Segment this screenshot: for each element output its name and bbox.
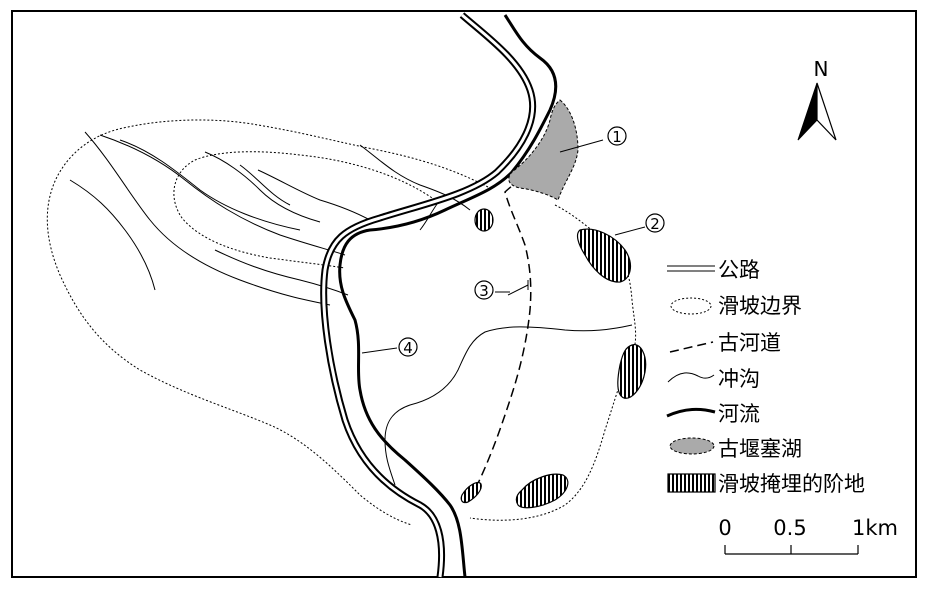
- svg-text:古堰塞湖: 古堰塞湖: [718, 437, 802, 461]
- svg-text:冲沟: 冲沟: [718, 367, 760, 391]
- landslide-boundary-west: [46, 119, 489, 526]
- svg-text:0: 0: [718, 516, 731, 540]
- marker-2: 2: [645, 213, 665, 233]
- svg-text:河流: 河流: [718, 402, 760, 426]
- legend-item-road: 公路: [667, 258, 760, 282]
- marker-leaders: [361, 139, 646, 354]
- landslide-boundary-inner: [173, 151, 436, 269]
- legend-item-gully: 冲沟: [667, 367, 760, 391]
- svg-text:1: 1: [612, 128, 622, 146]
- scale-bar: 0 0.5 1km: [718, 516, 898, 555]
- svg-text:古河道: 古河道: [718, 331, 781, 355]
- svg-text:滑坡边界: 滑坡边界: [718, 294, 802, 318]
- legend-item-river: 河流: [666, 402, 760, 426]
- legend-item-buried-terrace: 滑坡掩埋的阶地: [667, 472, 865, 496]
- svg-text:1km: 1km: [852, 516, 898, 540]
- svg-text:0.5: 0.5: [773, 516, 806, 540]
- marker-1: 1: [607, 126, 627, 146]
- marker-4: 4: [398, 337, 418, 357]
- legend-item-ancient-dammed-lake: 古堰塞湖: [669, 437, 802, 461]
- svg-text:公路: 公路: [718, 258, 760, 282]
- north-arrow-icon: [797, 82, 818, 141]
- legend: 公路 滑坡边界 古河道 冲沟 河流 古堰塞湖 滑坡掩埋的阶地: [666, 258, 865, 496]
- buried-terraces: [460, 208, 647, 509]
- svg-text:N: N: [814, 57, 829, 81]
- svg-text:3: 3: [479, 282, 489, 300]
- svg-text:2: 2: [650, 215, 660, 233]
- north-arrow: N: [797, 57, 837, 141]
- ancient-channel: [469, 154, 558, 501]
- svg-text:4: 4: [403, 339, 413, 357]
- ancient-dammed-lake: [508, 99, 579, 201]
- marker-3: 3: [474, 280, 494, 300]
- legend-item-landslide-boundary: 滑坡边界: [670, 294, 802, 318]
- svg-text:滑坡掩埋的阶地: 滑坡掩埋的阶地: [718, 472, 865, 496]
- river: [338, 14, 558, 578]
- road: [320, 12, 537, 578]
- legend-item-ancient-channel: 古河道: [669, 331, 781, 355]
